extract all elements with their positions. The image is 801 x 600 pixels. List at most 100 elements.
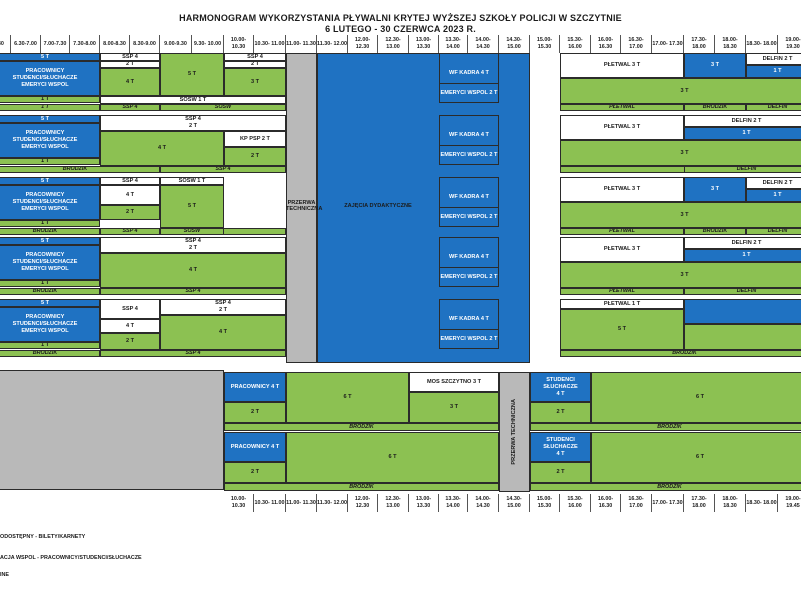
pletwal-label: PŁETWAL: [560, 104, 684, 111]
brodzik-label: BRODZIK: [0, 166, 160, 173]
staff-students-slot: PRACOWNICY STUDENCI/SŁUCHACZE EMERYCI WS…: [0, 307, 100, 342]
time-slot-header: 10.30- 11.00: [254, 35, 286, 53]
time-slot-header: 7.30-8.00: [70, 35, 100, 53]
time-slot-header: 19.00- 19.30: [778, 35, 801, 53]
time-slot-header: 10.00- 10.30: [224, 494, 254, 512]
pletwal-label: PŁETWAL: [560, 228, 684, 235]
slot-4t: 4 T: [100, 131, 224, 166]
slot-6t: 6 T: [591, 432, 801, 483]
ssp-label: SSP 4: [100, 288, 286, 295]
slot-1t: 1 T: [0, 104, 100, 111]
time-slot-header: 12.30- 13.00: [378, 494, 409, 512]
time-slot-header: 6.30-7.00: [11, 35, 41, 53]
students-slot: STUDENCI SŁUCHACZE 4 T: [530, 432, 591, 462]
pletwal-slot: PŁETWAL 3 T: [560, 177, 684, 202]
time-slot-header: 17.30- 18.00: [684, 494, 715, 512]
slot-2t: 2 T: [530, 402, 591, 423]
time-slot-header: 9.00-9.30: [160, 35, 192, 53]
time-slot-header: 17.30- 18.00: [684, 35, 715, 53]
slot-3t: 3 T: [560, 202, 801, 228]
kp-psp-slot: KP PSP 2 T: [224, 131, 286, 147]
time-slot-header: 14.30- 15.00: [499, 35, 530, 53]
slot-2t: 2 T: [530, 462, 591, 483]
time-slot-header: 14.00- 14.30: [468, 494, 499, 512]
time-slot-header: 16.30- 17.00: [621, 35, 652, 53]
retirees-slot: EMERYCI WSPOL 2 T: [439, 145, 499, 165]
technical-break-label: PRZERWA TECHNICZNA: [286, 200, 323, 212]
delfin-slot: DELFIN 2 T: [746, 177, 801, 189]
slot-1t: 1 T: [684, 249, 801, 262]
time-slot-header: 17.00- 17.30: [652, 35, 684, 53]
pletwal-label: PŁETWAL: [560, 288, 684, 295]
time-slot-header: 11.00- 11.30: [286, 494, 317, 512]
time-slot-header: 11.30- 12.00: [317, 35, 348, 53]
delfin-label: DELFIN: [684, 288, 801, 295]
pletwal-slot: PŁETWAL 1 T: [560, 299, 684, 309]
brodzik-label: BRODZIK: [684, 228, 746, 235]
legend-item-tickets: ODOSTĘPNY - BILETY/KARNETY: [0, 534, 86, 540]
slot-4t: 4 T: [100, 68, 160, 96]
slot-6t: 6 T: [286, 372, 409, 423]
sosw-slot: SOSW 1 T: [160, 177, 224, 185]
slot-2t: 2 T: [224, 61, 286, 68]
teaching-label: ZAJĘCIA DYDAKTYCZNE: [344, 203, 412, 209]
brodzik-label: BRODZIK: [0, 228, 100, 235]
slot-3t: 3 T: [560, 78, 801, 104]
ssp-label: SSP 4: [100, 228, 160, 235]
time-slot-header: 8.30-9.00: [130, 35, 160, 53]
time-slot-header: 10.30- 11.00: [254, 494, 286, 512]
slot-5t: 5 T: [0, 237, 100, 245]
slot-2t: 2 T: [100, 205, 160, 220]
slot-5t: 5 T: [0, 53, 100, 61]
sosw-label: SOSW: [160, 104, 286, 111]
ssp-slot: SSP 4 2 T: [100, 115, 286, 131]
slot-4t: 4 T: [100, 185, 160, 205]
slot-1t: 1 T: [0, 96, 100, 103]
time-slot-header: 13.00- 13.30: [409, 494, 439, 512]
time-slot-header: 18.00- 18.30: [715, 35, 746, 53]
slot-1t: 1 T: [684, 127, 801, 140]
schedule-date-range: 6 LUTEGO - 30 CZERWCA 2023 R.: [325, 24, 476, 34]
time-slot-header: 10.00- 10.30: [224, 35, 254, 53]
time-slot-header: 12.00- 12.30: [348, 35, 378, 53]
retirees-slot: EMERYCI WSPOL 2 T: [439, 267, 499, 287]
delfin-slot: DELFIN 2 T: [684, 115, 801, 127]
time-slot-header: 14.30- 15.00: [499, 494, 530, 512]
brodzik-label: BRODZIK: [530, 483, 801, 491]
slot-1t: 1 T: [0, 342, 100, 349]
time-slot-header: 15.00- 15.30: [530, 494, 560, 512]
slot-1t: 1 T: [0, 280, 100, 287]
time-slot-header: 9.30- 10.00: [192, 35, 224, 53]
schedule-title: HARMONOGRAM WYKORZYSTANIA PŁYWALNI KRYTE…: [179, 13, 622, 23]
time-slot-header: 16.30- 17.00: [621, 494, 652, 512]
slot-2t: 2 T: [224, 462, 286, 483]
brodzik-label: BRODZIK: [684, 104, 746, 111]
staff-students-slot: PRACOWNICY STUDENCI/SŁUCHACZE EMERYCI WS…: [0, 123, 100, 158]
time-slot-header: 13.30- 14.00: [439, 494, 468, 512]
slot-2t: 2 T: [224, 147, 286, 166]
slot-2t: 2 T: [224, 402, 286, 423]
slot-5t: 5 T: [0, 115, 100, 123]
legend-item-other: INE: [0, 572, 9, 578]
slot-3t: 3 T: [560, 140, 801, 166]
ssp-slot: SSP 4 2 T: [100, 237, 286, 253]
brodzik-label: BRODZIK: [224, 423, 499, 431]
legend-item-wspol: ACJA WSPOL - PRACOWNICY/STUDENCI/SŁUCHAC…: [0, 555, 142, 561]
slot-3t: 3 T: [224, 68, 286, 96]
time-slot-header: 11.00- 11.30: [286, 35, 317, 53]
afternoon-bar: [560, 166, 801, 173]
slot-2t: 2 T: [100, 61, 160, 68]
sosw-slot: SOSW 1 T: [100, 96, 286, 104]
brodzik-label: BRODZIK: [0, 350, 100, 357]
retirees-slot: EMERYCI WSPOL 2 T: [439, 329, 499, 349]
time-slot-header: 16.00- 16.30: [591, 35, 621, 53]
pletwal-slot: PŁETWAL 3 T: [560, 237, 684, 262]
time-slot-header: 18.00- 18.30: [715, 494, 746, 512]
green-slot: [684, 324, 801, 350]
time-slot-header: 13.30- 14.00: [439, 35, 468, 53]
slot-3t: 3 T: [560, 262, 801, 288]
retirees-slot: EMERYCI WSPOL 2 T: [439, 83, 499, 103]
technical-break-bottom: PRZERWA TECHNICZNA: [499, 372, 530, 492]
slot-6t: 6 T: [591, 372, 801, 423]
time-slot-header: 15.30- 16.00: [560, 35, 591, 53]
